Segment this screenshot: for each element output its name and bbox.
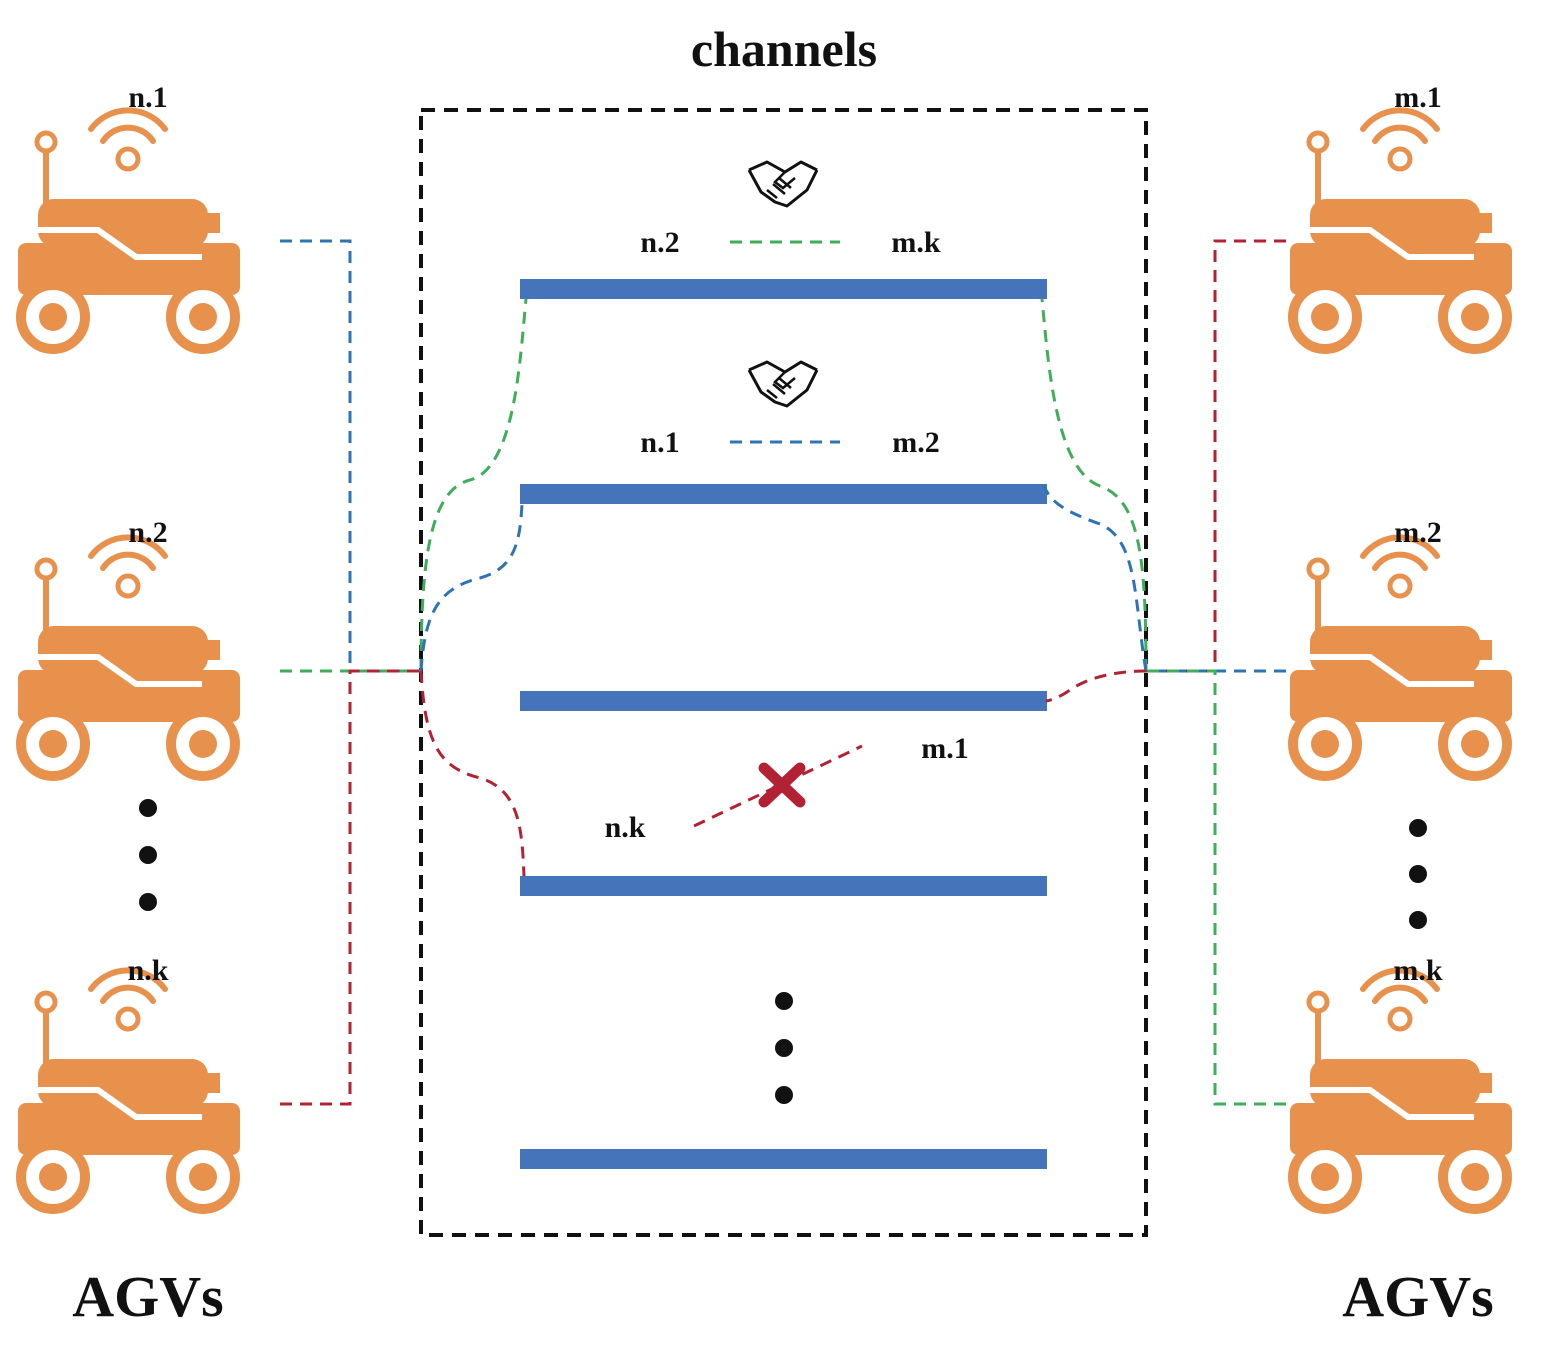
handshake-icon [747,160,819,208]
pair-2-right-label: m.2 [892,426,940,459]
link-nk-red [280,669,421,1106]
channels-frame [419,108,1148,1237]
curve-green-right [1040,298,1148,672]
agv-right-k: m.k [1290,954,1512,1209]
channel-bar [520,279,1047,299]
agv-right-1: m.1 [1290,81,1512,349]
curve-blue-left [419,503,524,672]
channel-ellipsis-dots [775,992,793,1104]
agv-left-2-label: n.2 [128,516,167,549]
pair-1-right-label: m.k [891,226,940,259]
pair-3-left-label: n.k [605,811,646,844]
pair-3-right-label: m.1 [921,732,969,765]
agv-robot-icon [1290,537,1512,776]
channel-bar [520,1149,1047,1169]
diagram-title: channels [691,21,877,77]
pair-3-link [693,744,863,828]
agv-right-2: m.2 [1290,516,1512,776]
link-m1-red [1146,239,1286,673]
channel-bar [520,484,1047,504]
curve-red-left [419,670,526,877]
agv-left-k: n.k [18,954,240,1209]
agv-left-1: n.1 [18,81,240,349]
curve-green-left [419,298,528,672]
channel-bar [520,691,1047,711]
agv-right-1-label: m.1 [1394,81,1442,114]
channel-bar [520,876,1047,896]
agv-left-1-label: n.1 [128,81,167,114]
agv-left-k-label: n.k [128,954,169,987]
cross-icon [758,762,806,808]
agv-right-2-label: m.2 [1394,516,1442,549]
pair-2-left-label: n.1 [640,426,679,459]
curve-blue-right [1042,485,1148,672]
right-group-label: AGVs [1342,1264,1493,1329]
curve-red-right [1045,669,1147,703]
left-group-label: AGVs [72,1264,223,1329]
link-mk-green [1146,669,1286,1106]
agv-left-ellipsis-dots [139,799,157,911]
agv-robot-icon [18,110,240,349]
handshake-icon [747,360,819,408]
pair-1-left-label: n.2 [640,226,679,259]
agv-robot-icon [18,537,240,776]
link-n1-blue [280,239,421,673]
agv-robot-icon [18,970,240,1209]
agv-left-2: n.2 [18,516,240,776]
agv-robot-icon [1290,970,1512,1209]
agv-robot-icon [1290,110,1512,349]
agv-right-ellipsis-dots [1409,819,1427,929]
agv-right-k-label: m.k [1393,954,1442,987]
